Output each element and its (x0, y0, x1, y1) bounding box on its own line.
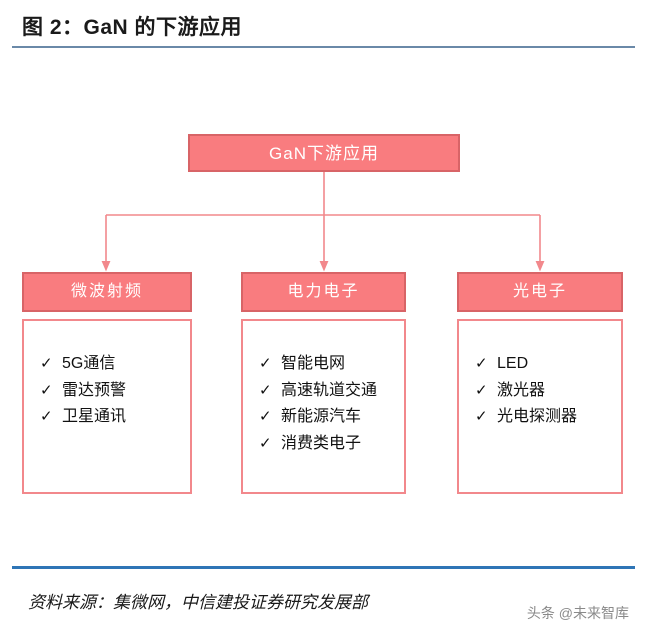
list-item: ✓ 高速轨道交通 (259, 380, 404, 402)
category-header-3: 光电子 (457, 272, 623, 312)
list-item: ✓ LED (475, 353, 621, 375)
branch-column-2: 电力电子 ✓ 智能电网 ✓ 高速轨道交通 ✓ 新能源汽车 ✓ 消费类电子 (241, 272, 406, 494)
category-header-1: 微波射频 (22, 272, 192, 312)
list-item-label: 新能源汽车 (281, 408, 362, 426)
list-item: ✓ 激光器 (475, 380, 621, 402)
item-list-1: ✓ 5G通信 ✓ 雷达预警 ✓ 卫星通讯 (22, 319, 192, 494)
list-item: ✓ 5G通信 (40, 353, 190, 375)
footer-divider (12, 566, 635, 569)
category-header-2-label: 电力电子 (287, 283, 360, 300)
check-icon: ✓ (259, 355, 272, 372)
branch-column-1: 微波射频 ✓ 5G通信 ✓ 雷达预警 ✓ 卫星通讯 (22, 272, 192, 494)
check-icon: ✓ (40, 381, 53, 399)
list-item-label: 光电探测器 (497, 408, 578, 426)
list-item-label: 激光器 (497, 381, 546, 399)
list-item: ✓ 智能电网 (259, 353, 404, 375)
category-header-2: 电力电子 (241, 272, 406, 312)
check-icon: ✓ (40, 408, 53, 426)
branch-column-3: 光电子 ✓ LED ✓ 激光器 ✓ 光电探测器 (457, 272, 623, 494)
list-item-label: 高速轨道交通 (281, 381, 378, 399)
check-icon: ✓ (259, 408, 272, 426)
list-item: ✓ 光电探测器 (475, 406, 621, 428)
page-title: 图 2：GaN 的下游应用 (22, 16, 243, 39)
check-icon: ✓ (40, 355, 53, 372)
list-item: ✓ 卫星通讯 (40, 406, 190, 428)
list-item-label: 卫星通讯 (62, 408, 127, 426)
list-item-label: 5G通信 (62, 355, 116, 372)
item-list-3: ✓ LED ✓ 激光器 ✓ 光电探测器 (457, 319, 623, 494)
list-item: ✓ 新能源汽车 (259, 406, 404, 428)
item-list-2: ✓ 智能电网 ✓ 高速轨道交通 ✓ 新能源汽车 ✓ 消费类电子 (241, 319, 406, 494)
list-item-label: 智能电网 (281, 355, 346, 372)
check-icon: ✓ (259, 434, 272, 452)
check-icon: ✓ (259, 381, 272, 399)
source-note: 资料来源：集微网，中信建投证券研究发展部 (28, 593, 368, 612)
list-item: ✓ 雷达预警 (40, 380, 190, 402)
category-header-3-label: 光电子 (512, 283, 567, 300)
list-item: ✓ 消费类电子 (259, 433, 404, 455)
root-node: GaN下游应用 (188, 134, 460, 172)
check-icon: ✓ (475, 381, 488, 399)
list-item-label: LED (497, 355, 529, 372)
root-node-label: GaN下游应用 (269, 143, 379, 163)
title-divider (12, 46, 635, 48)
check-icon: ✓ (475, 408, 488, 426)
list-item-label: 消费类电子 (281, 434, 362, 452)
watermark: 头条 @未来智库 (526, 605, 629, 621)
list-item-label: 雷达预警 (62, 381, 127, 399)
check-icon: ✓ (475, 355, 488, 372)
category-header-1-label: 微波射频 (70, 283, 143, 300)
